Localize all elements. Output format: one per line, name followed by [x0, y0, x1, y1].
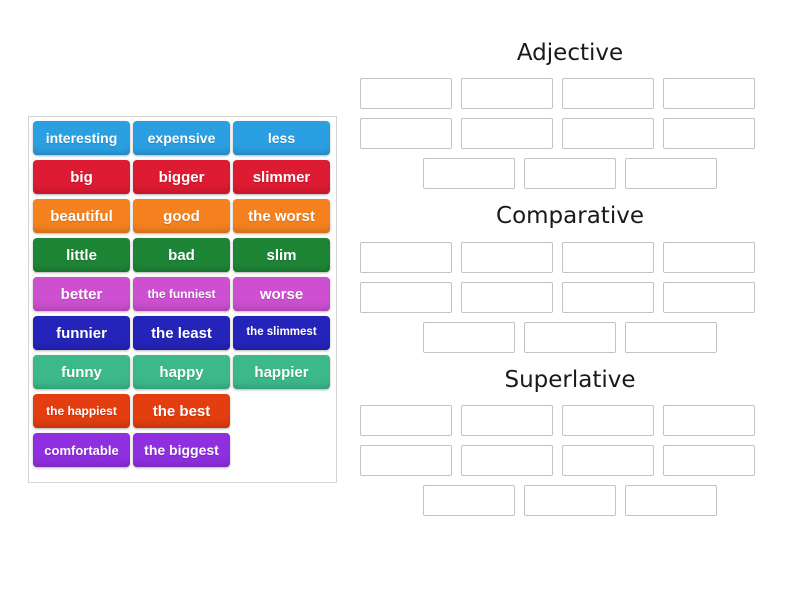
- drop-slot-adjective[interactable]: [562, 118, 654, 150]
- word-tile[interactable]: funnier: [33, 316, 130, 350]
- slot-row: [360, 158, 780, 190]
- drop-slot-superlative[interactable]: [524, 485, 616, 517]
- word-tile[interactable]: the slimmest: [233, 316, 330, 350]
- drop-slot-comparative[interactable]: [562, 281, 654, 313]
- word-tile[interactable]: the best: [133, 394, 230, 428]
- slot-row: [360, 485, 780, 517]
- word-tile[interactable]: funny: [33, 355, 130, 389]
- word-tile[interactable]: bigger: [133, 160, 230, 194]
- word-tile[interactable]: interesting: [33, 121, 130, 155]
- drop-slot-superlative[interactable]: [625, 485, 717, 517]
- word-tile[interactable]: slimmer: [233, 160, 330, 194]
- tile-placeholder: [233, 433, 330, 467]
- drop-slot-comparative[interactable]: [423, 321, 515, 353]
- drop-slot-comparative[interactable]: [524, 321, 616, 353]
- word-tile[interactable]: the least: [133, 316, 230, 350]
- word-tile[interactable]: bad: [133, 238, 230, 272]
- drop-slot-superlative[interactable]: [423, 485, 515, 517]
- drop-slot-superlative[interactable]: [663, 445, 755, 477]
- slot-row: [360, 241, 780, 273]
- group-comparative: Comparative: [360, 203, 780, 353]
- drop-slot-comparative[interactable]: [562, 241, 654, 273]
- word-tile[interactable]: beautiful: [33, 199, 130, 233]
- group-superlative: Superlative: [360, 366, 780, 517]
- drop-slot-adjective[interactable]: [360, 118, 452, 150]
- drop-slot-comparative[interactable]: [663, 281, 755, 313]
- word-tile[interactable]: little: [33, 238, 130, 272]
- group-adjective: Adjective: [360, 40, 780, 190]
- drop-slot-superlative[interactable]: [360, 405, 452, 437]
- drop-slot-adjective[interactable]: [562, 78, 654, 110]
- word-tile[interactable]: expensive: [133, 121, 230, 155]
- slot-row: [360, 118, 780, 150]
- drop-slot-comparative[interactable]: [625, 321, 717, 353]
- word-tile[interactable]: happier: [233, 355, 330, 389]
- drop-slot-adjective[interactable]: [461, 118, 553, 150]
- drop-slot-adjective[interactable]: [663, 78, 755, 110]
- drop-slot-adjective[interactable]: [360, 78, 452, 110]
- drop-slot-superlative[interactable]: [562, 405, 654, 437]
- word-tile[interactable]: better: [33, 277, 130, 311]
- drop-slot-superlative[interactable]: [663, 405, 755, 437]
- drop-slot-comparative[interactable]: [461, 241, 553, 273]
- drop-slot-comparative[interactable]: [663, 241, 755, 273]
- drop-slot-comparative[interactable]: [360, 281, 452, 313]
- drop-slot-adjective[interactable]: [663, 118, 755, 150]
- drop-slot-adjective[interactable]: [461, 78, 553, 110]
- word-tile[interactable]: less: [233, 121, 330, 155]
- slot-row: [360, 281, 780, 313]
- drop-slot-comparative[interactable]: [461, 281, 553, 313]
- word-tile[interactable]: the funniest: [133, 277, 230, 311]
- drop-slot-superlative[interactable]: [461, 405, 553, 437]
- word-tile[interactable]: big: [33, 160, 130, 194]
- drop-slot-superlative[interactable]: [461, 445, 553, 477]
- word-tile[interactable]: comfortable: [33, 433, 130, 467]
- group-title-adjective: Adjective: [516, 40, 624, 66]
- drop-slot-superlative[interactable]: [562, 445, 654, 477]
- slot-row: [360, 445, 780, 477]
- drop-slot-superlative[interactable]: [360, 445, 452, 477]
- drop-slot-comparative[interactable]: [360, 241, 452, 273]
- slot-row: [360, 78, 780, 110]
- group-title-superlative: Superlative: [504, 366, 636, 393]
- slot-row: [360, 321, 780, 353]
- drop-slot-adjective[interactable]: [524, 158, 616, 190]
- word-tile[interactable]: the worst: [233, 199, 330, 233]
- word-tile[interactable]: worse: [233, 277, 330, 311]
- slot-row: [360, 405, 780, 437]
- word-tile[interactable]: good: [133, 199, 230, 233]
- drop-slot-adjective[interactable]: [423, 158, 515, 190]
- group-title-comparative: Comparative: [496, 203, 644, 230]
- word-tile[interactable]: the biggest: [133, 433, 230, 467]
- word-tile[interactable]: happy: [133, 355, 230, 389]
- tile-placeholder: [233, 394, 330, 428]
- word-tile[interactable]: the happiest: [33, 394, 130, 428]
- drop-slot-adjective[interactable]: [625, 158, 717, 190]
- word-tile[interactable]: slim: [233, 238, 330, 272]
